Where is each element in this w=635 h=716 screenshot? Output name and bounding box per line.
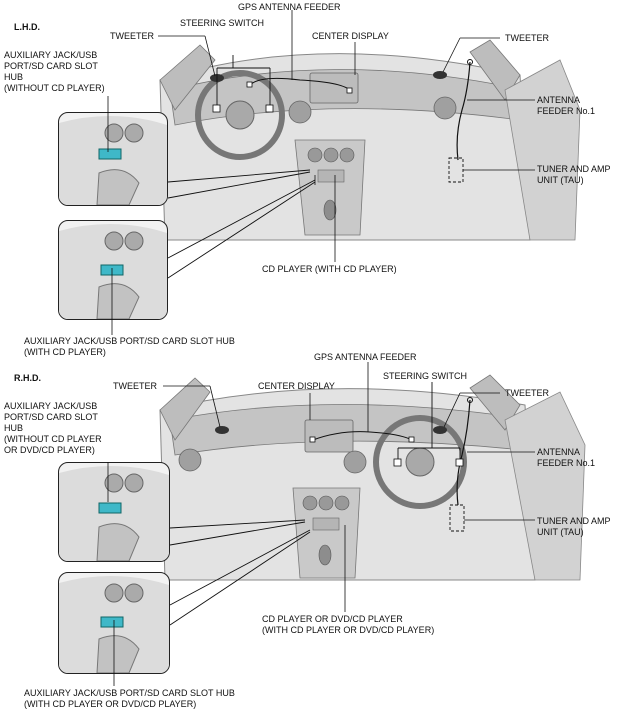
rhd-label-aux-hub-with-cd: AUXILIARY JACK/USB PORT/SD CARD SLOT HUB… [24,688,235,709]
lhd-label-steering-switch: STEERING SWITCH [180,18,265,28]
rhd-label-tweeter-left: TWEETER [113,381,157,391]
lhd-label-tweeter-left: TWEETER [110,31,154,41]
rhd-label-steering-switch: STEERING SWITCH [383,371,468,381]
lhd-section-title: L.H.D. [14,22,40,32]
lhd-label-antenna-feeder: ANTENNA FEEDER No.1 [537,95,596,116]
lhd-inset-aux-hub-without-cd [58,112,168,206]
lhd-label-gps-antenna-feeder: GPS ANTENNA FEEDER [238,2,341,12]
rhd-inset-console-illustration [59,465,169,561]
lhd-inset-console-illustration [59,115,167,205]
rhd-label-tweeter-right: TWEETER [505,388,549,398]
lhd-label-aux-hub-with-cd: AUXILIARY JACK/USB PORT/SD CARD SLOT HUB… [24,336,235,357]
rhd-label-antenna-feeder: ANTENNA FEEDER No.1 [537,447,596,468]
lhd-inset-console-cd-illustration [59,223,167,319]
rhd-inset-aux-hub-without-cd [58,462,170,562]
rhd-label-gps-antenna-feeder: GPS ANTENNA FEEDER [314,352,417,362]
rhd-label-tuner-amp-unit: TUNER AND AMP UNIT (TAU) [537,516,611,537]
lhd-label-tweeter-right: TWEETER [505,33,549,43]
lhd-label-tuner-amp-unit: TUNER AND AMP UNIT (TAU) [537,164,611,185]
rhd-label-aux-hub-without-cd: AUXILIARY JACK/USB PORT/SD CARD SLOT HUB… [4,401,102,455]
rhd-section-title: R.H.D. [14,373,41,383]
rhd-label-center-display: CENTER DISPLAY [258,381,335,391]
lhd-inset-aux-hub-with-cd [58,220,168,320]
lhd-label-cd-player: CD PLAYER (WITH CD PLAYER) [262,264,397,274]
lhd-label-aux-hub-without-cd: AUXILIARY JACK/USB PORT/SD CARD SLOT HUB… [4,50,105,93]
lhd-label-center-display: CENTER DISPLAY [312,31,389,41]
rhd-label-cd-player: CD PLAYER OR DVD/CD PLAYER (WITH CD PLAY… [262,614,435,635]
